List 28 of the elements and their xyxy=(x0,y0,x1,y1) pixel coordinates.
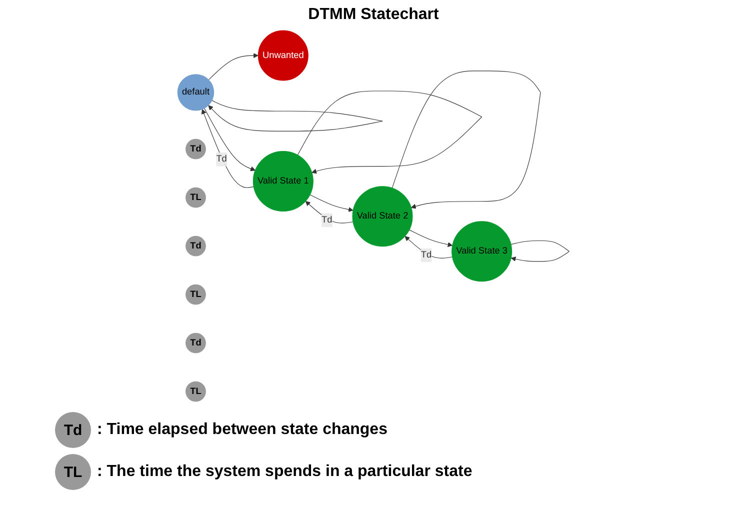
node-circle: Valid State 2 xyxy=(352,186,413,247)
arrow xyxy=(204,108,256,172)
node-circle: Td xyxy=(186,332,206,354)
edge-label: Td xyxy=(216,154,227,164)
node-circle: default xyxy=(177,74,214,111)
node-circle: Unwanted xyxy=(258,30,308,81)
edge-label: Td xyxy=(322,215,332,225)
legend-symbol: TL xyxy=(55,454,91,490)
arrow xyxy=(297,90,482,174)
arrow xyxy=(409,230,453,248)
arrow xyxy=(208,53,258,80)
arrow xyxy=(392,70,541,209)
node-circle: Td xyxy=(186,138,206,160)
diagram-title: DTMM Statechart xyxy=(307,6,440,24)
node-circle: Td xyxy=(186,236,206,256)
arrow xyxy=(208,100,383,132)
node-circle: TL xyxy=(186,381,206,402)
legend-symbol: Td xyxy=(55,412,91,448)
node-circle: Valid State 3 xyxy=(452,221,512,282)
node-circle: TL xyxy=(186,187,206,208)
legend-text: : Time elapsed between state changes xyxy=(97,421,388,439)
node-circle: Valid State 1 xyxy=(252,151,314,212)
arrow xyxy=(202,109,254,188)
legend-text: : The time the system spends in a particular state xyxy=(97,463,472,481)
node-circle: TL xyxy=(186,284,206,305)
arrow xyxy=(510,240,570,262)
arrow xyxy=(310,194,354,212)
edge-label: Td xyxy=(420,250,432,260)
